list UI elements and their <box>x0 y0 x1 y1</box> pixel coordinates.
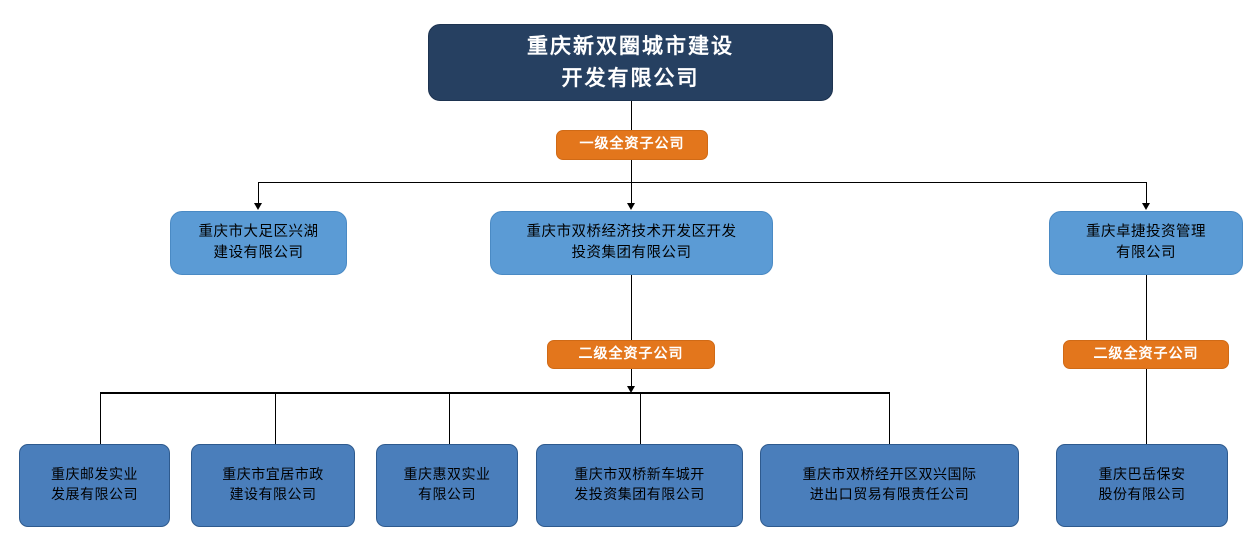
level2-node-4[interactable]: 重庆市双桥新车城开 发投资集团有限公司 <box>536 444 743 527</box>
connector-drop-level1-2 <box>631 182 632 204</box>
connector-drop-level2-3 <box>449 392 450 444</box>
level2-node-1[interactable]: 重庆邮发实业 发展有限公司 <box>19 444 170 527</box>
connector-drop-level2-1 <box>100 392 101 444</box>
connector-drop-level1-3 <box>1146 182 1147 204</box>
connector-drop-level2-right-1 <box>1146 369 1147 444</box>
level1-node-3[interactable]: 重庆卓捷投资管理 有限公司 <box>1049 211 1243 275</box>
tag-level1-wholly-owned[interactable]: 一级全资子公司 <box>556 130 708 160</box>
connector-level2-tag-left-drop <box>631 369 632 391</box>
tag-level2-wholly-owned-right[interactable]: 二级全资子公司 <box>1063 340 1229 369</box>
level2-node-2[interactable]: 重庆市宜居市政 建设有限公司 <box>191 444 355 527</box>
tag-level2-wholly-owned-left[interactable]: 二级全资子公司 <box>547 340 715 369</box>
arrow-head-level1-2 <box>627 203 635 210</box>
arrow-head-level1-3 <box>1142 203 1150 210</box>
connector-level1-tag-drop <box>631 160 632 182</box>
root-company-node[interactable]: 重庆新双圈城市建设 开发有限公司 <box>428 24 833 101</box>
connector-level1-2-to-level2-tag <box>631 275 632 340</box>
connector-drop-level2-2 <box>275 392 276 444</box>
arrow-head-level2-left <box>627 386 635 393</box>
level1-node-1[interactable]: 重庆市大足区兴湖 建设有限公司 <box>170 211 347 275</box>
arrow-head-level1-1 <box>254 203 262 210</box>
connector-drop-level2-5 <box>889 392 890 444</box>
level1-node-2[interactable]: 重庆市双桥经济技术开发区开发 投资集团有限公司 <box>490 211 773 275</box>
level2-node-right-1[interactable]: 重庆巴岳保安 股份有限公司 <box>1056 444 1228 527</box>
connector-drop-level2-4 <box>640 392 641 444</box>
level2-node-3[interactable]: 重庆惠双实业 有限公司 <box>376 444 518 527</box>
level2-node-5[interactable]: 重庆市双桥经开区双兴国际 进出口贸易有限责任公司 <box>760 444 1019 527</box>
connector-level1-3-to-level2-tag <box>1146 275 1147 340</box>
connector-drop-level1-1 <box>258 182 259 204</box>
connector-root-to-level1-tag <box>631 101 632 130</box>
connector-level1-distributor <box>258 182 1146 183</box>
connector-level2-distributor-left <box>100 392 890 394</box>
